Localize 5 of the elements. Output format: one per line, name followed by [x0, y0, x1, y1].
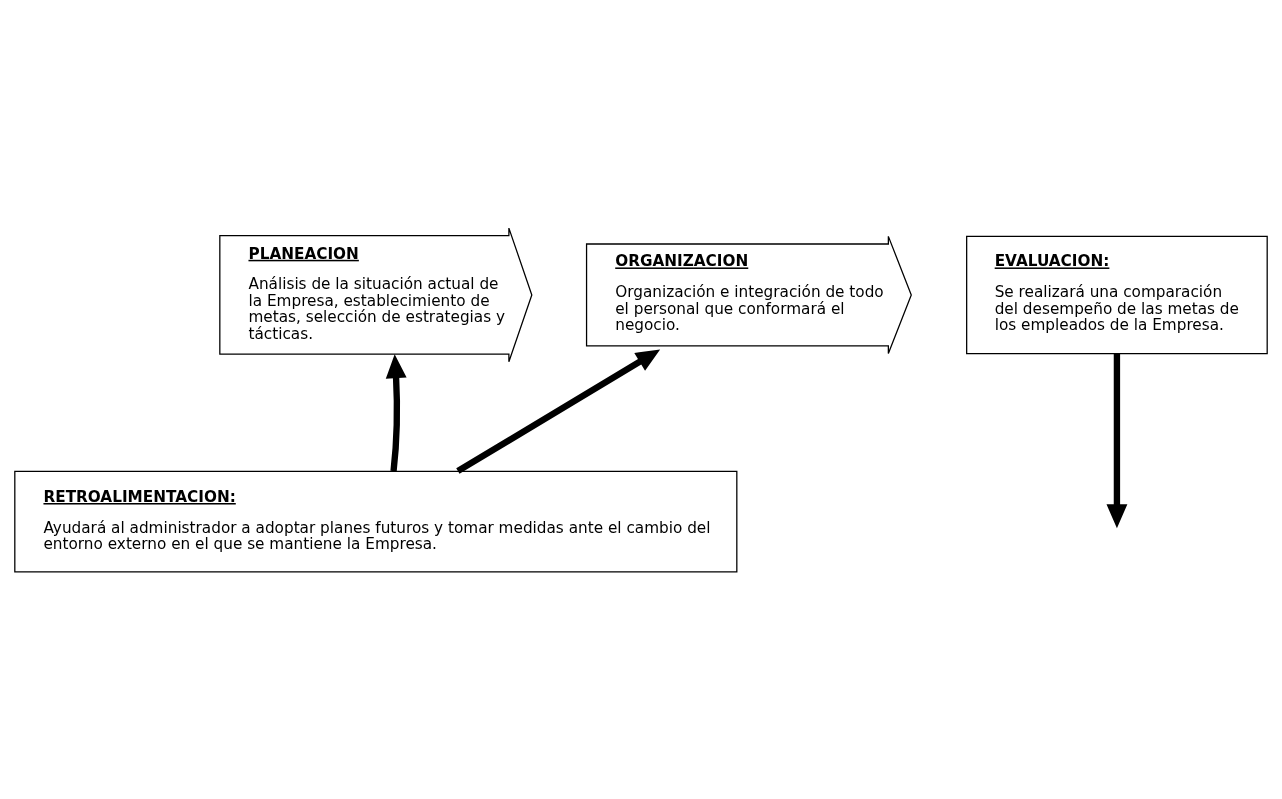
arrow: [385, 353, 407, 471]
node-box: RETROALIMENTACION: Ayudará al administrador a adoptar planes futuros y tomar medidas ante el cambio del entorno externo en el que se mantiene la Empresa.: [14, 470, 738, 573]
arrow: [456, 349, 661, 474]
arrow: [1106, 353, 1128, 528]
node-box: EVALUACION: Se realizará una comparación del desempeño de las metas de los empleados de la Empresa.: [966, 235, 1268, 354]
